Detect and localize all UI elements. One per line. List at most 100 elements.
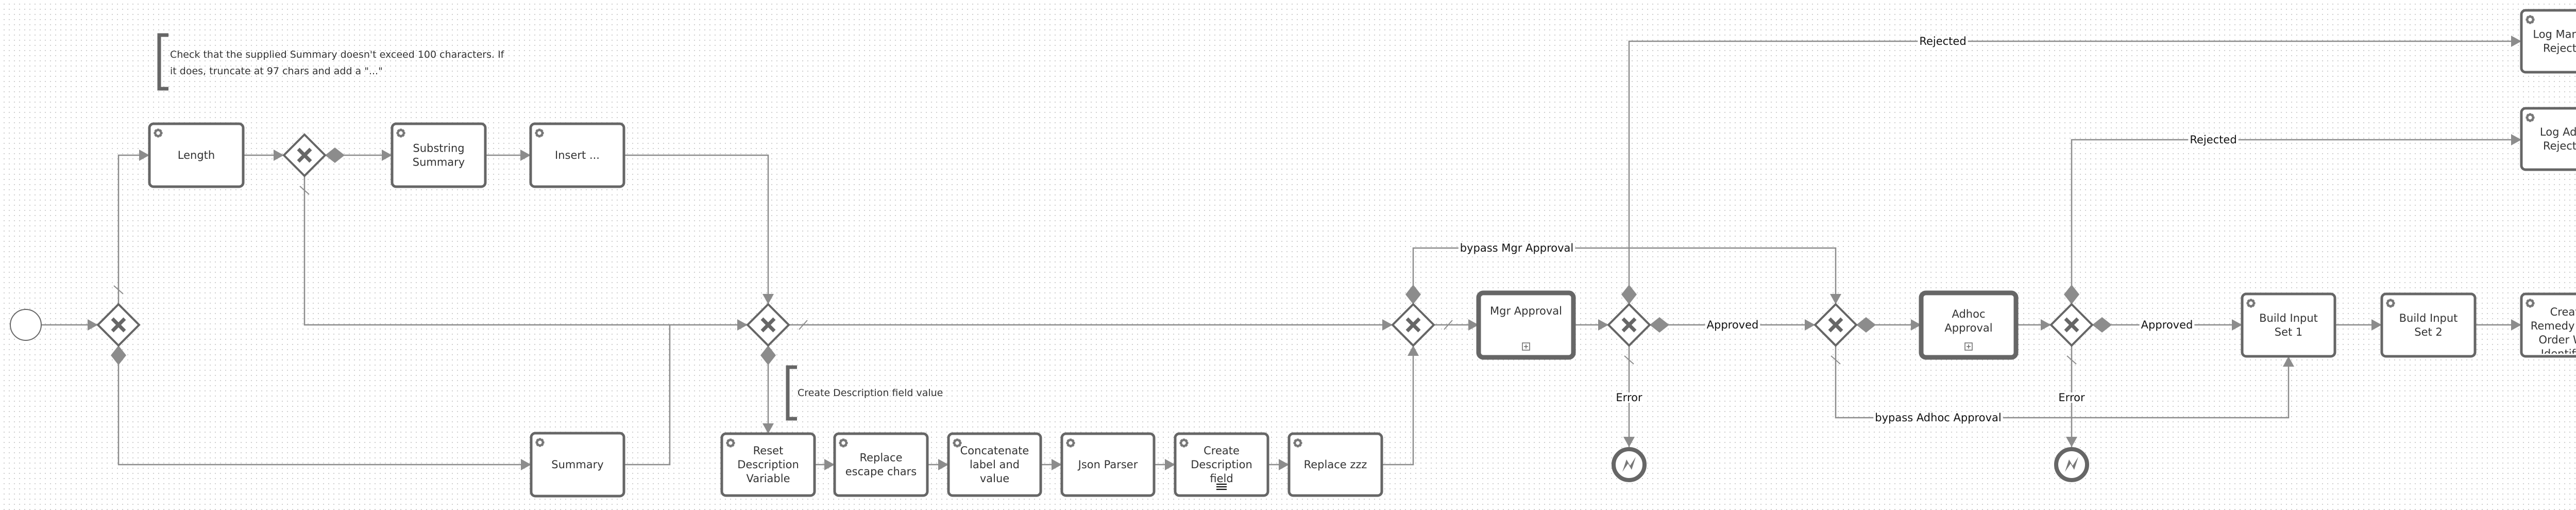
task-box[interactable] — [2241, 292, 2336, 358]
task-box[interactable] — [720, 432, 816, 497]
gateway-bypass-adhoc[interactable] — [1814, 303, 1858, 347]
flow-g1-summary-line[interactable] — [117, 346, 531, 466]
task-label: Concatenate — [960, 445, 1029, 457]
flow-g3-g4[interactable] — [789, 319, 1393, 331]
flow-insert-g3-line[interactable] — [624, 154, 769, 304]
task-box[interactable] — [833, 432, 929, 497]
task-label-group: Replace zzz — [1304, 458, 1367, 471]
flow-g4-bypass-mgr-line[interactable] — [1412, 247, 1837, 304]
expand-subprocess-icon[interactable] — [1964, 342, 1973, 351]
flow-g2-g3[interactable] — [299, 176, 748, 331]
flow-reset-replace[interactable] — [815, 459, 835, 470]
gateway-mgr-decision[interactable] — [1607, 303, 1651, 347]
flow-g6-bypass-adhoc-line[interactable] — [1835, 346, 2290, 419]
flow-summary-g3[interactable] — [624, 325, 671, 466]
task-box[interactable] — [1060, 432, 1156, 497]
flow-g7-rejected[interactable] — [2064, 134, 2521, 304]
flow-createdesc-zzz[interactable] — [1268, 459, 1289, 470]
flow-summary-g3-line[interactable] — [624, 325, 671, 466]
flow-g3-reset[interactable] — [760, 346, 776, 434]
task-box[interactable] — [529, 122, 625, 188]
task-box[interactable] — [148, 122, 245, 188]
task-box[interactable] — [947, 432, 1042, 497]
start-event[interactable] — [10, 309, 42, 341]
annotation-description[interactable]: Create Description field value — [786, 365, 943, 421]
conditional-flow-marker-icon — [1624, 355, 1634, 365]
flow-replace-concat[interactable] — [927, 459, 948, 470]
gateway-adhoc-decision[interactable] — [2049, 303, 2094, 347]
error-end-event-adhoc[interactable] — [2054, 447, 2089, 482]
flow-build1-build2[interactable] — [2335, 319, 2382, 331]
default-flow-marker-icon — [2092, 317, 2112, 333]
task-box[interactable] — [2520, 107, 2576, 171]
task-json-parser[interactable]: Json Parser — [1060, 432, 1156, 497]
flow-json-createdesc[interactable] — [1154, 459, 1175, 470]
task-mgr-approval[interactable]: Mgr Approval — [1476, 290, 1576, 360]
gateway-length-check[interactable] — [282, 133, 327, 177]
flow-start-g1[interactable] — [41, 319, 98, 331]
flow-g6-bypass-adhoc[interactable] — [1831, 346, 2294, 419]
task-box[interactable] — [2380, 292, 2477, 358]
task-box[interactable] — [1174, 432, 1269, 497]
flow-g5-approved[interactable] — [1650, 317, 1815, 333]
flow-g5-rejected[interactable] — [1621, 36, 2521, 304]
flow-zzz-g4[interactable] — [1382, 346, 1419, 466]
task-create-remedy[interactable]: CreateRemedy WorkOrder WithIdentifiers — [2520, 292, 2576, 360]
start-event-icon[interactable] — [10, 309, 42, 341]
expand-subprocess-icon[interactable] — [1522, 342, 1530, 351]
arrowhead-icon — [1598, 319, 1608, 331]
subprocess-box[interactable] — [1919, 290, 2019, 360]
flow-length-g2[interactable] — [243, 150, 284, 161]
task-box[interactable] — [2520, 9, 2576, 74]
flow-g5-rejected-line[interactable] — [1628, 40, 2521, 304]
conditional-flow-marker-icon — [1444, 320, 1453, 330]
task-box[interactable] — [530, 432, 625, 498]
subprocess-box[interactable] — [1476, 290, 1576, 360]
task-log-manager-rejection[interactable]: Log ManagerRejection — [2520, 9, 2576, 74]
flow-g1-length-line[interactable] — [117, 154, 149, 304]
flow-adhoc-g7[interactable] — [2016, 319, 2051, 331]
flow-g4-bypass-mgr[interactable] — [1405, 247, 1841, 304]
task-summary[interactable]: Summary — [530, 432, 625, 498]
flow-g1-summary[interactable] — [111, 346, 531, 470]
task-box[interactable] — [2520, 292, 2576, 358]
flow-g6-adhoc[interactable] — [1856, 317, 1921, 333]
flow-substring-insert[interactable] — [485, 150, 531, 161]
gear-icon — [1179, 438, 1189, 448]
exclusive-x-icon — [297, 147, 312, 163]
gear-icon — [2526, 113, 2535, 122]
task-length[interactable]: Length — [148, 122, 245, 188]
flow-g2-g3-line[interactable] — [303, 176, 748, 326]
flow-build2-remedy[interactable] — [2475, 319, 2521, 331]
gear-icon — [726, 438, 735, 448]
task-box[interactable] — [391, 122, 487, 188]
flow-concat-json[interactable] — [1041, 459, 1062, 470]
gateway-merge-summary[interactable] — [746, 303, 790, 347]
flow-g1-length[interactable] — [113, 150, 149, 304]
flow-g2-substring[interactable] — [325, 147, 392, 163]
flow-zzz-g4-line[interactable] — [1382, 346, 1414, 466]
gear-ring — [536, 438, 544, 447]
gateway-bypass-mgr[interactable] — [1391, 303, 1435, 347]
task-box[interactable] — [1287, 432, 1383, 497]
flow-g7-rejected-line[interactable] — [2071, 139, 2521, 304]
flow-g4-mgr[interactable] — [1434, 319, 1479, 331]
gateway-1[interactable] — [96, 303, 141, 347]
annotation-summary-check[interactable]: Check that the supplied Summary doesn't … — [157, 33, 505, 91]
flow-mgr-g5[interactable] — [1573, 319, 1608, 331]
task-insert[interactable]: Insert ... — [529, 122, 625, 188]
task-replace-zzz[interactable]: Replace zzz — [1287, 432, 1383, 497]
gear-icon — [154, 128, 163, 138]
flow-insert-g3[interactable] — [624, 154, 774, 304]
error-end-event-mgr[interactable] — [1612, 447, 1647, 482]
task-log-adhoc-rejection[interactable]: Log AdhocRejection — [2520, 107, 2576, 171]
